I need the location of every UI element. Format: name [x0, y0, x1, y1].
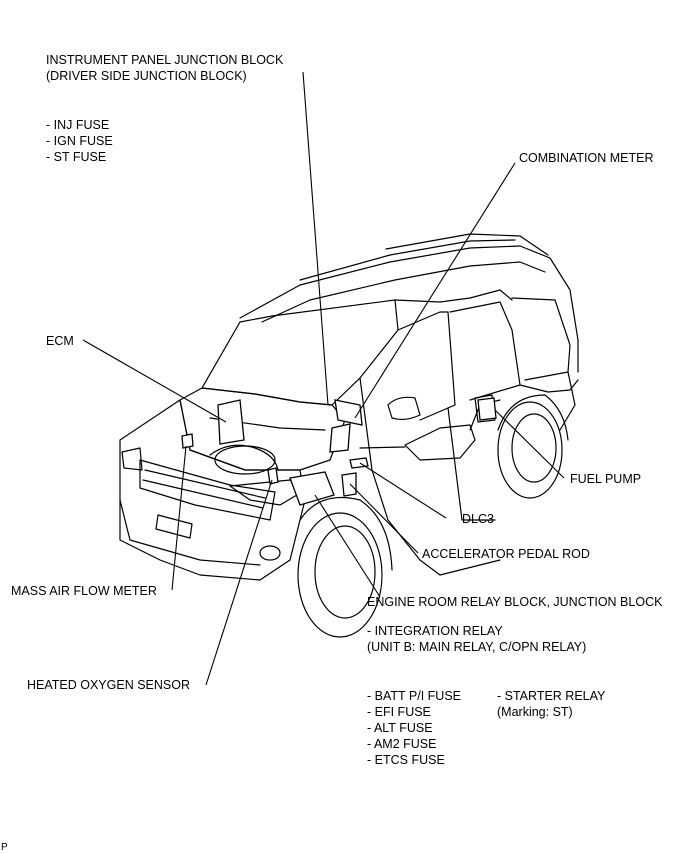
ipjb-fuse-item: - IGN FUSE: [46, 134, 113, 148]
heated-oxygen-sensor-label: HEATED OXYGEN SENSOR: [27, 678, 190, 692]
integration-relay-detail: (UNIT B: MAIN RELAY, C/OPN RELAY): [367, 640, 587, 654]
ipjb-fuse-list: - INJ FUSE - IGN FUSE - ST FUSE: [46, 117, 113, 165]
ecm-block: [217, 399, 245, 445]
starter-relay-label: - STARTER RELAY (Marking: ST): [497, 688, 605, 720]
accelerator-pedal-block: [341, 472, 357, 497]
integration-relay-item: - INTEGRATION RELAY: [367, 624, 503, 638]
engine-room-fuse-item: - BATT P/I FUSE: [367, 689, 461, 703]
engine-room-block-label: ENGINE ROOM RELAY BLOCK, JUNCTION BLOCK: [367, 595, 663, 609]
fuel-pump-label: FUEL PUMP: [570, 472, 642, 486]
engine-room-fuse-item: - ALT FUSE: [367, 721, 433, 735]
engine-room-fuse-list: - BATT P/I FUSE - EFI FUSE - ALT FUSE - …: [367, 688, 461, 768]
oxygen-sensor-block: [267, 467, 279, 485]
maf-meter-block: [181, 433, 194, 449]
leader-lines: [82, 71, 565, 686]
engine-room-fuse-item: - ETCS FUSE: [367, 753, 445, 767]
accelerator-pedal-rod-label: ACCELERATOR PEDAL ROD: [422, 547, 590, 561]
dlc3-label: DLC3: [462, 512, 494, 526]
ipjb-fuse-item: - INJ FUSE: [46, 118, 110, 132]
starter-relay-marking: (Marking: ST): [497, 705, 573, 719]
combination-meter-label: COMBINATION METER: [519, 151, 654, 165]
engine-room-fuse-item: - EFI FUSE: [367, 705, 431, 719]
component-blocks: [181, 397, 497, 506]
junction-block-driver: [334, 399, 363, 426]
combination-meter-block: [329, 423, 351, 453]
ecm-label: ECM: [46, 334, 74, 348]
integration-relay-label: - INTEGRATION RELAY (UNIT B: MAIN RELAY,…: [367, 623, 586, 655]
ipjb-label: INSTRUMENT PANEL JUNCTION BLOCK (DRIVER …: [46, 52, 283, 84]
mass-air-flow-meter-label: MASS AIR FLOW METER: [11, 584, 157, 598]
corner-mark: P: [1, 842, 8, 853]
ipjb-title-line2: (DRIVER SIDE JUNCTION BLOCK): [46, 69, 247, 83]
fuel-pump-block: [477, 397, 497, 421]
starter-relay-item: - STARTER RELAY: [497, 689, 606, 703]
ipjb-title-line1: INSTRUMENT PANEL JUNCTION BLOCK: [46, 53, 284, 67]
engine-room-fuse-item: - AM2 FUSE: [367, 737, 437, 751]
engine-room-relay-block: [289, 471, 335, 506]
ipjb-fuse-item: - ST FUSE: [46, 150, 107, 164]
